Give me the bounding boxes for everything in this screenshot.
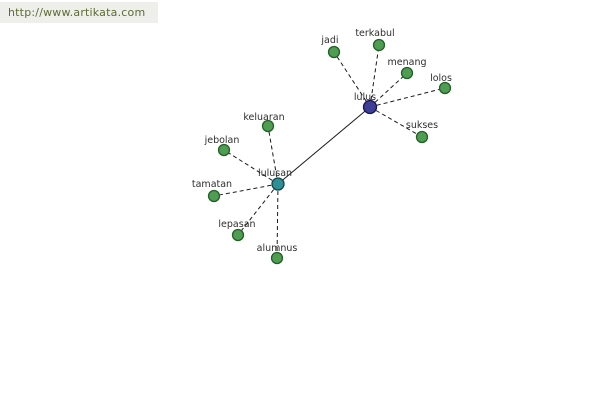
edge-lulus-lolos — [369, 87, 446, 108]
node-label-lulusan[interactable]: lulusan — [258, 168, 292, 179]
node-lulus[interactable] — [362, 99, 378, 115]
node-label-alumnus[interactable]: alumnus — [257, 243, 298, 254]
node-label-keluaran[interactable]: keluaran — [243, 112, 284, 123]
node-label-lepasan[interactable]: lepasan — [218, 219, 255, 230]
edge-lulusan-alumnus — [276, 183, 279, 259]
edge-lulusan-lepasan — [237, 183, 279, 236]
node-sukses[interactable] — [415, 130, 429, 144]
node-lulusan[interactable] — [271, 177, 285, 191]
edge-lulus-jadi — [333, 51, 371, 108]
node-label-menang[interactable]: menang — [388, 57, 427, 68]
node-keluaran[interactable] — [261, 119, 275, 133]
url-label: http://www.artikata.com — [8, 6, 146, 19]
edge-lulusan-keluaran — [267, 125, 279, 185]
node-label-jadi[interactable]: jadi — [320, 35, 338, 46]
node-lepasan[interactable] — [231, 228, 245, 242]
edge-lulus-lulusan — [277, 106, 371, 185]
node-terkabul[interactable] — [372, 38, 386, 52]
node-label-terkabul[interactable]: terkabul — [355, 28, 394, 39]
node-label-jebolan[interactable]: jebolan — [204, 135, 240, 146]
node-label-tamatan[interactable]: tamatan — [192, 179, 232, 190]
edge-lulus-sukses — [369, 106, 423, 138]
edges-layer — [213, 44, 446, 259]
url-bar: http://www.artikata.com — [0, 2, 158, 23]
edge-lulusan-tamatan — [213, 183, 279, 197]
node-lolos[interactable] — [438, 81, 452, 95]
edge-lulus-terkabul — [369, 44, 380, 108]
node-alumnus[interactable] — [270, 251, 284, 265]
node-jebolan[interactable] — [217, 143, 231, 157]
edge-lulus-menang — [369, 72, 408, 108]
node-label-lulus[interactable]: lulus — [354, 92, 376, 103]
node-label-lolos[interactable]: lolos — [430, 73, 452, 84]
node-tamatan[interactable] — [207, 189, 221, 203]
nodes-layer — [207, 38, 452, 265]
node-jadi[interactable] — [327, 45, 341, 59]
node-label-sukses[interactable]: sukses — [406, 120, 438, 131]
node-menang[interactable] — [400, 66, 414, 80]
edge-lulusan-jebolan — [223, 149, 279, 185]
